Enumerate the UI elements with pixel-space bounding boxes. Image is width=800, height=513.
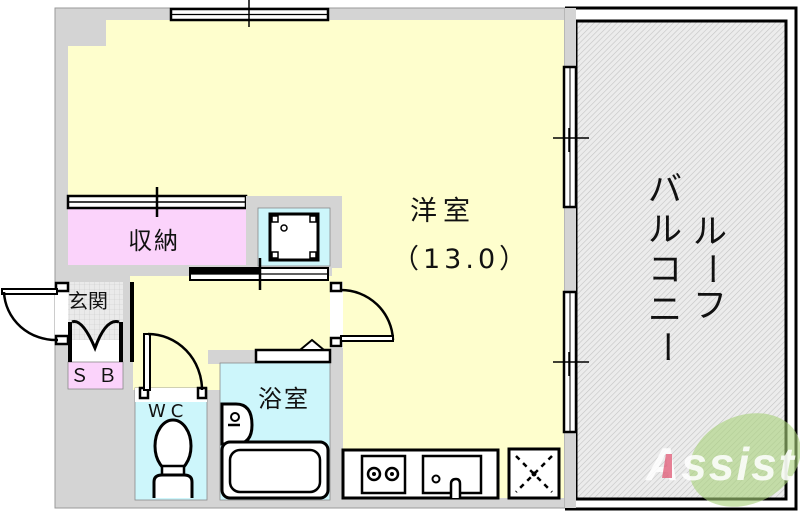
roof-balcony: [565, 6, 798, 511]
bathroom-label: 浴室: [258, 385, 310, 413]
bathtub: [220, 440, 330, 500]
assist-logo-watermark: Assist: [645, 413, 800, 507]
balcony-char: ル: [693, 212, 727, 252]
balcony-char: ニ: [648, 290, 682, 330]
top-window: [169, 0, 330, 27]
entrance-label: 玄関: [68, 289, 108, 313]
entrance: [67, 282, 124, 390]
balcony-char: ー: [690, 252, 730, 286]
western-room-area: （13.0）: [392, 244, 531, 275]
entrance-door: [1, 281, 70, 346]
balcony-window-upper: [553, 65, 589, 209]
western-room: [68, 20, 564, 498]
corridor-sliding-door: [189, 258, 329, 290]
western-room-label: 洋室: [410, 196, 476, 227]
refrigerator-space: [507, 447, 561, 500]
wash-basin: [220, 402, 254, 446]
shoe-box-label: ＳＢ: [70, 365, 127, 387]
toilet-label: WC: [148, 401, 189, 422]
balcony-char: ル: [648, 210, 682, 250]
washing-machine-space: [246, 196, 342, 268]
balcony-char: ー: [645, 330, 685, 364]
storage-label: 収納: [128, 227, 180, 255]
room-door: [329, 281, 395, 348]
gas-stove: [360, 454, 407, 495]
balcony-char: フ: [693, 286, 727, 326]
balcony-char: バ: [648, 170, 682, 210]
balcony-label-column-2: ル ー フ: [690, 212, 730, 326]
balcony-label-column-1: バ ル コ ニ ー: [645, 170, 685, 364]
toilet-fixture: [152, 418, 194, 498]
balcony-char: コ: [648, 250, 682, 290]
kitchen-sink: [421, 454, 483, 498]
balcony-window-lower: [553, 290, 589, 434]
